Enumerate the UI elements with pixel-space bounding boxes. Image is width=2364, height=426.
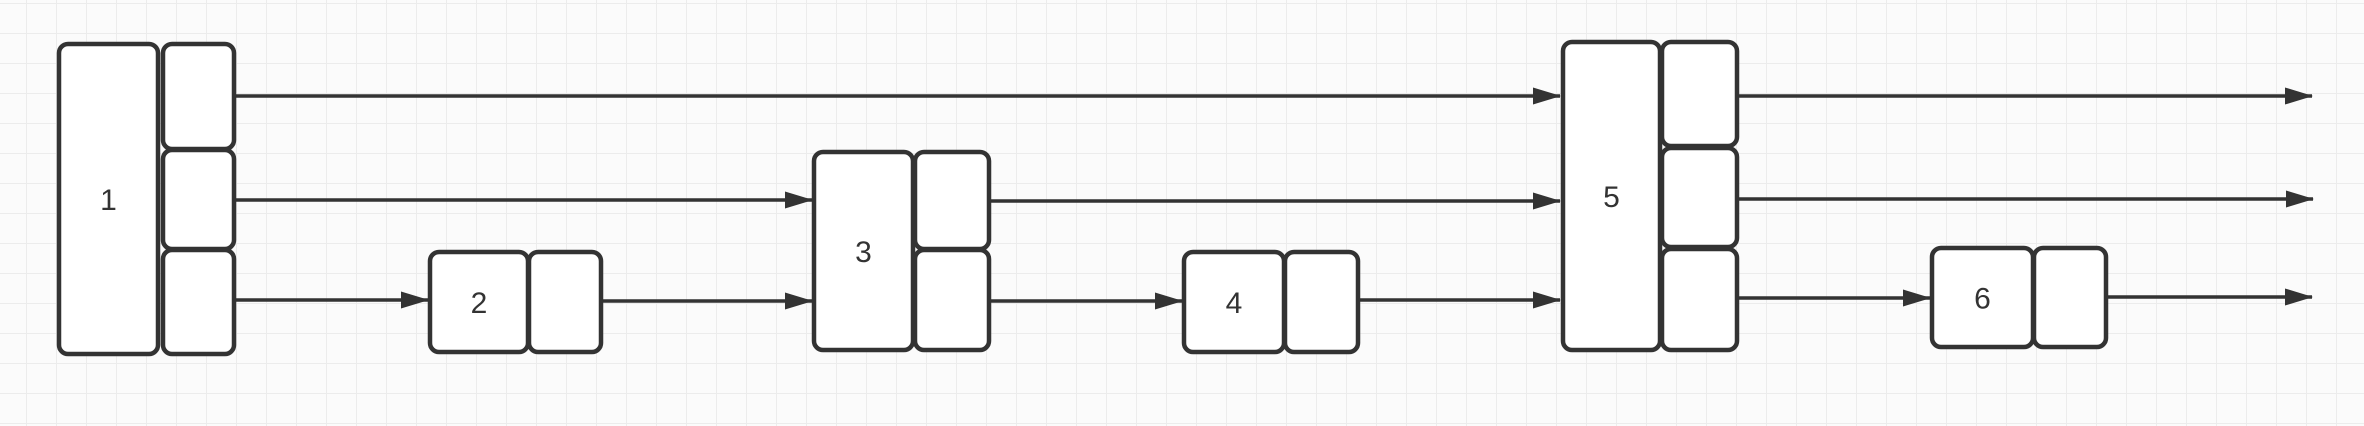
- node-1-pointer-cell-1[interactable]: [160, 147, 237, 252]
- node-5-label: 5: [1603, 181, 1620, 214]
- node-6-pointer-cell-0[interactable]: [2031, 245, 2109, 350]
- node-2[interactable]: 2: [427, 249, 604, 355]
- node-3[interactable]: 3: [811, 149, 992, 353]
- node-3-pointer-cell-0[interactable]: [912, 149, 992, 252]
- node-2-pointer-cell-0[interactable]: [526, 249, 604, 355]
- node-5[interactable]: 5: [1560, 39, 1740, 353]
- node-1-pointer-cell-0[interactable]: [160, 41, 237, 152]
- node-5-pointer-cell-1[interactable]: [1659, 145, 1740, 250]
- node-1-value-box[interactable]: [56, 41, 161, 357]
- node-6[interactable]: 6: [1929, 245, 2109, 350]
- nodes-layer: 1 2 3 4 5 6: [56, 39, 2109, 357]
- node-4[interactable]: 4: [1181, 249, 1361, 355]
- node-2-label: 2: [471, 287, 488, 320]
- node-4-label: 4: [1226, 287, 1243, 320]
- arrows-layer: [234, 87, 2314, 310]
- node-1-label: 1: [100, 184, 117, 217]
- node-1-pointer-cell-2[interactable]: [160, 247, 237, 357]
- node-6-label: 6: [1974, 283, 1991, 316]
- node-3-pointer-cell-1[interactable]: [912, 247, 992, 353]
- node-5-pointer-cell-2[interactable]: [1659, 246, 1740, 353]
- node-5-pointer-cell-0[interactable]: [1659, 39, 1740, 149]
- node-3-value-box[interactable]: [811, 149, 916, 353]
- node-3-label: 3: [855, 236, 872, 269]
- node-1[interactable]: 1: [56, 41, 237, 357]
- node-4-pointer-cell-0[interactable]: [1282, 249, 1361, 355]
